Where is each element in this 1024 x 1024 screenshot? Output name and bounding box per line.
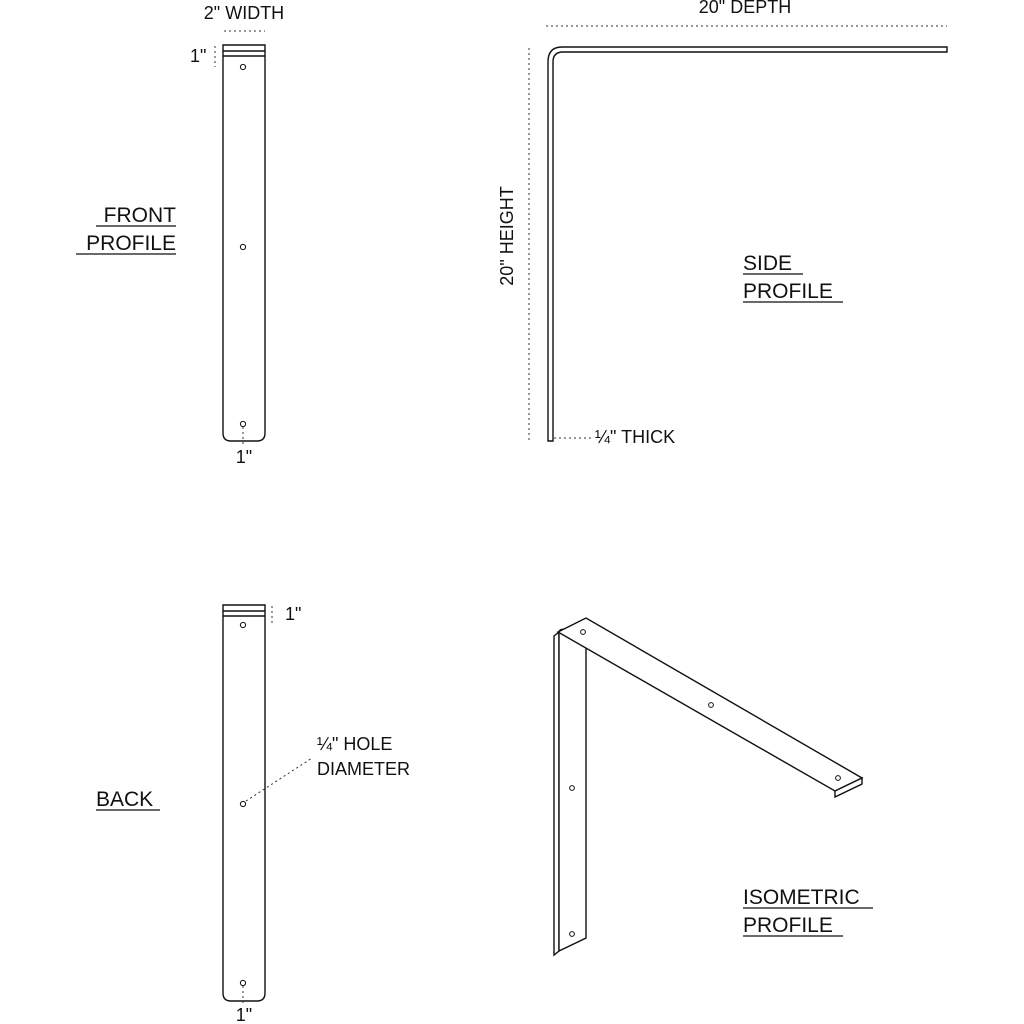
front-profile-title-line1: FRONT <box>104 204 176 227</box>
back-hole-note-line1: ¼" HOLE <box>317 734 392 754</box>
front-hole-middle <box>239 243 247 251</box>
front-profile-view: 2" WIDTH 1" 1" FRONT PROFILE <box>76 3 284 467</box>
side-thickness-dimension: ¼" THICK <box>595 427 675 447</box>
side-profile-title-line2: PROFILE <box>743 280 833 303</box>
back-view: 1" 1" ¼" HOLE DIAMETER BACK <box>96 604 410 1024</box>
back-hole-middle <box>239 800 247 808</box>
front-profile-title-line2: PROFILE <box>86 232 176 255</box>
back-hole-bottom <box>239 979 247 987</box>
front-bottom-offset-dimension: 1" <box>236 447 252 467</box>
side-bracket-outline <box>547 46 948 442</box>
iso-horizontal-arm-edge <box>834 776 863 799</box>
side-height-dimension: 20" HEIGHT <box>497 186 517 285</box>
iso-profile-title-line1: ISOMETRIC <box>743 886 860 909</box>
iso-profile-title-line2: PROFILE <box>743 914 833 937</box>
back-bottom-offset-dimension: 1" <box>236 1005 252 1024</box>
back-hole-top <box>239 621 247 629</box>
isometric-profile-view: ISOMETRIC PROFILE <box>553 617 873 957</box>
side-profile-view: 20" DEPTH 20" HEIGHT ¼" THICK SIDE PROFI… <box>497 0 948 447</box>
back-view-title: BACK <box>96 788 153 811</box>
iso-vertical-hole-middle <box>569 785 575 791</box>
front-hole-bottom <box>239 420 247 428</box>
front-hole-top <box>239 63 247 71</box>
back-hole-note-leader <box>245 757 313 802</box>
iso-arm-hole-rear <box>580 629 586 635</box>
front-top-offset-dimension: 1" <box>190 46 206 66</box>
iso-vertical-leg-edge <box>553 630 560 957</box>
front-width-dimension: 2" WIDTH <box>204 3 284 23</box>
side-profile-title-line1: SIDE <box>743 252 792 275</box>
iso-vertical-hole-bottom <box>569 931 575 937</box>
iso-arm-hole-middle <box>708 702 714 708</box>
iso-arm-hole-front <box>835 775 841 781</box>
side-depth-dimension: 20" DEPTH <box>699 0 791 17</box>
back-top-offset-dimension: 1" <box>285 604 301 624</box>
front-bracket-outline <box>222 44 266 442</box>
back-hole-note-line2: DIAMETER <box>317 759 410 779</box>
